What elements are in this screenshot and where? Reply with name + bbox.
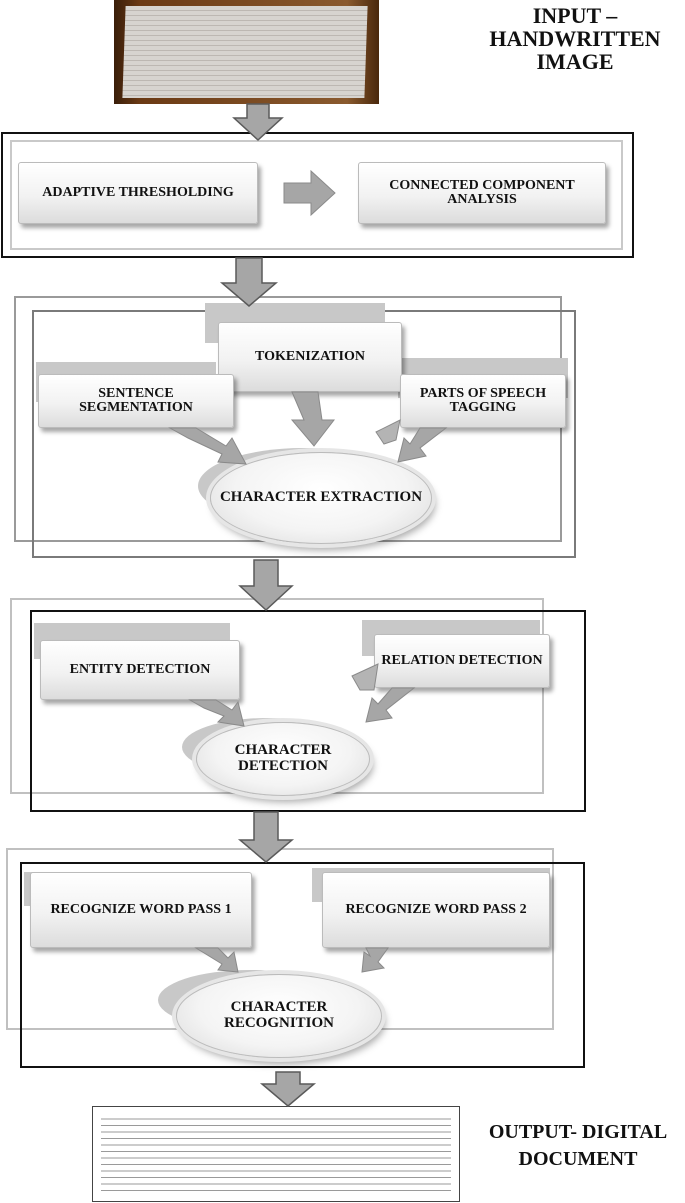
entity-detection-box: ENTITY DETECTION [40,640,240,700]
parts-of-speech-tagging-box: PARTS OF SPEECH TAGGING [400,374,566,428]
recognize-word-pass1-box: RECOGNIZE WORD PASS 1 [30,872,252,948]
right-arrow-stage1 [283,169,336,217]
arrow-relation-to-center [365,687,416,723]
tokenization-box: TOKENIZATION [218,322,402,392]
connected-component-analysis-box: CONNECTED COMPONENT ANALYSIS [358,162,606,224]
stage4-frame [20,862,585,1068]
arrow-pass1-to-center [194,947,239,973]
arrow-pos-side [375,419,401,445]
arrow-entity-to-center [188,699,245,727]
character-detection-ellipse: CHARACTER DETECTION [196,722,370,796]
down-arrow-stage3 [237,811,295,863]
stage3-frame [30,610,586,812]
adaptive-thresholding-box: ADAPTIVE THRESHOLDING [18,162,258,224]
character-extraction-ellipse: CHARACTER EXTRACTION [210,452,432,544]
stage1-frame [1,132,634,258]
input-label: INPUT – HANDWRITTEN IMAGE [489,3,661,75]
arrow-sentence-to-center [168,427,247,465]
arrow-relation-side [351,663,379,691]
down-arrow-stage4 [259,1071,317,1107]
stage1-inner-frame [10,140,623,250]
arrow-pass2-to-center [361,947,389,973]
output-digital-document [92,1106,460,1202]
character-recognition-ellipse: CHARACTER RECOGNITION [176,974,382,1058]
sentence-segmentation-box: SENTENCE SEGMENTATION [38,374,234,428]
relation-detection-box: RELATION DETECTION [374,634,550,688]
arrow-tokenization-to-center [290,391,336,447]
down-arrow-input [232,103,284,142]
recognize-word-pass2-box: RECOGNIZE WORD PASS 2 [322,872,550,948]
output-label: OUTPUT- DIGITAL DOCUMENT [488,1121,668,1170]
down-arrow-stage1 [219,257,279,307]
document-text-lines [101,1113,451,1195]
down-arrow-stage2 [238,559,294,612]
arrow-pos-to-center [397,427,448,463]
